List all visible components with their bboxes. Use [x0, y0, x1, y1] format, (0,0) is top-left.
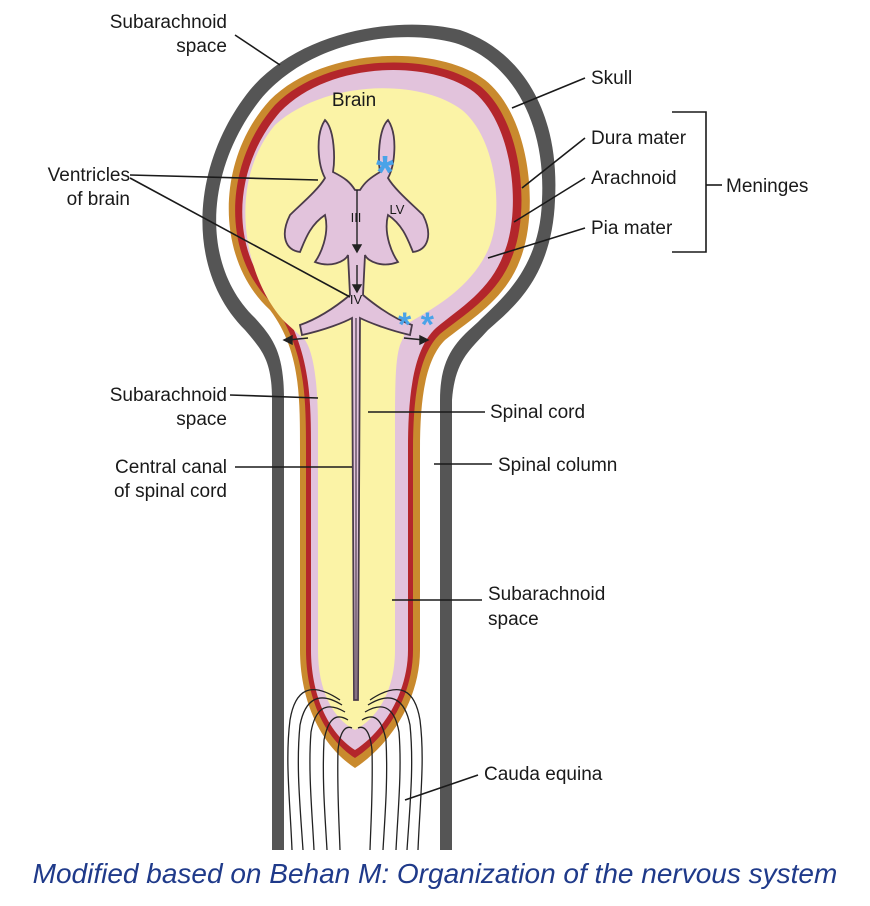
- label-central-canal-2: of spinal cord: [114, 481, 227, 502]
- label-spinal-column: Spinal column: [498, 455, 617, 476]
- label-subarachnoid-low-2: space: [488, 609, 539, 630]
- label-pia-mater: Pia mater: [591, 218, 673, 239]
- asterisk-marker-double: * *: [398, 306, 435, 344]
- asterisk-marker-single: *: [376, 146, 394, 198]
- csf-flow-arrows: [282, 190, 430, 346]
- label-subarachnoid-mid-1: Subarachnoid: [110, 385, 227, 406]
- label-ventricle-lv: LV: [390, 202, 405, 217]
- label-skull: Skull: [591, 68, 632, 89]
- label-ventricles-2: of brain: [67, 189, 130, 210]
- label-ventricles-1: Ventricles: [48, 165, 130, 186]
- skull-outline: [202, 24, 556, 851]
- label-subarachnoid-top-1: Subarachnoid: [110, 12, 227, 33]
- leader-lines: [129, 34, 722, 801]
- label-subarachnoid-low-1: Subarachnoid: [488, 584, 605, 605]
- brain-tissue: [245, 88, 497, 730]
- label-central-canal-1: Central canal: [115, 457, 227, 478]
- cauda-equina-fibers: [287, 689, 423, 851]
- label-brain: Brain: [332, 90, 376, 111]
- figure-caption: Modified based on Behan M: Organization …: [32, 858, 838, 889]
- label-meninges: Meninges: [726, 176, 808, 197]
- label-subarachnoid-mid-2: space: [176, 409, 227, 430]
- label-ventricle-iv: IV: [350, 292, 363, 307]
- label-dura-mater: Dura mater: [591, 128, 687, 149]
- label-subarachnoid-top-2: space: [176, 36, 227, 57]
- label-cauda-equina: Cauda equina: [484, 764, 603, 785]
- label-ventricle-iii: III: [351, 210, 362, 225]
- label-arachnoid: Arachnoid: [591, 168, 677, 189]
- label-spinal-cord: Spinal cord: [490, 402, 585, 423]
